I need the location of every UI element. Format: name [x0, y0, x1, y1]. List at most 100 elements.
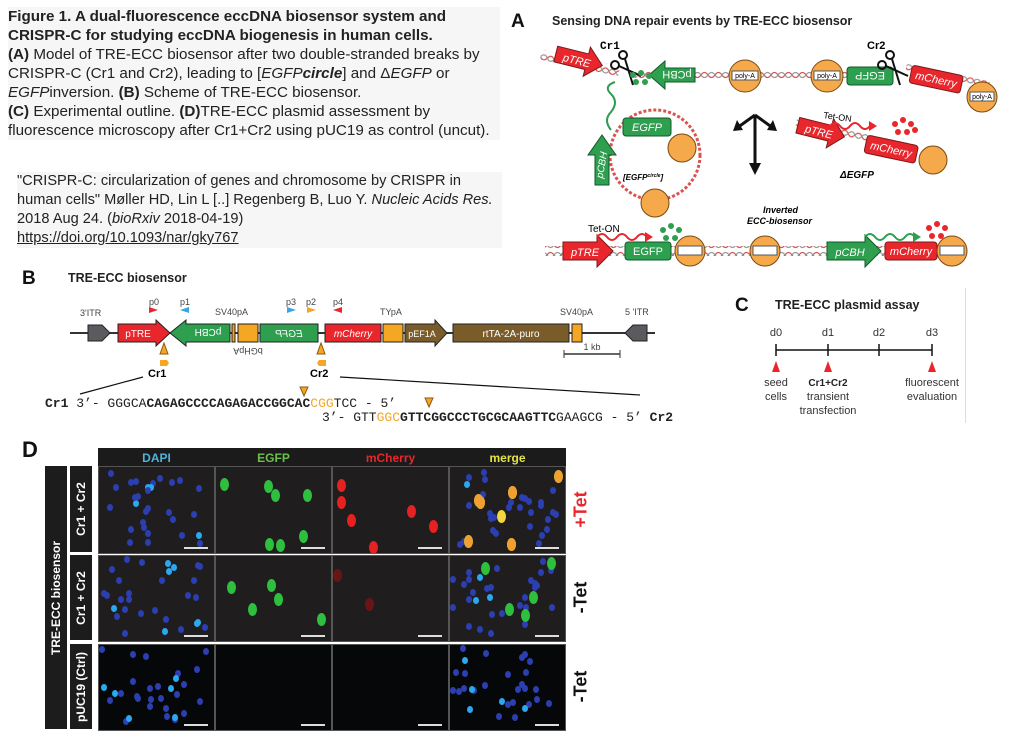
cell	[197, 540, 203, 547]
cell	[512, 714, 518, 721]
micrograph-mcherry-row3	[332, 644, 449, 731]
cell	[477, 626, 483, 633]
channel-header-mcherry: mCherry	[365, 451, 416, 465]
cell	[123, 718, 129, 725]
cell	[109, 566, 115, 573]
event-d0-line1: seed	[764, 377, 788, 389]
cell	[469, 686, 475, 693]
citation-date: 2018 Aug 24. (	[17, 211, 112, 227]
panel-c-title: TRE-ECC plasmid assay	[775, 298, 920, 312]
cell	[148, 484, 154, 491]
scale-bar	[301, 724, 325, 726]
cell	[482, 682, 488, 689]
egfp-circle-sup: circle	[647, 173, 660, 179]
cr1-seq-pam: CGG	[310, 396, 334, 411]
day-d2: d2	[873, 327, 885, 339]
citation-preprint: bioRxiv	[111, 211, 160, 227]
cell	[143, 653, 149, 660]
cell	[172, 714, 178, 721]
citation-text: "CRISPR-C: circularization of genes and …	[17, 173, 461, 208]
doi-link[interactable]: https://doi.org/10.1093/nar/gky767	[17, 230, 239, 246]
scissors-icon	[877, 50, 909, 86]
cr2-seq-prefix: 3’- GTT	[322, 410, 377, 425]
panel-b-title: TRE-ECC biosensor	[68, 271, 187, 285]
cell	[112, 690, 118, 697]
pef1a-label: pEF1A	[408, 329, 436, 339]
pcbh-label: pCBH	[834, 247, 864, 259]
cell	[536, 540, 542, 547]
cell	[450, 687, 456, 694]
cr1-seq-prefix: 3’- GGGCA	[76, 396, 147, 411]
cell	[462, 657, 468, 664]
typa-label: TYpA	[380, 307, 402, 317]
cell	[170, 516, 176, 523]
cell	[101, 684, 107, 691]
cell	[544, 526, 550, 533]
row-label-1: Cr1 + Cr2	[70, 466, 92, 552]
egfp-label: EGFP	[855, 69, 885, 81]
delta-egfp-product: Tet-ON pTRE mCherry ΔEGFP	[795, 110, 948, 181]
scale-bar	[301, 547, 325, 549]
cell	[553, 511, 559, 518]
cell	[133, 478, 139, 485]
cell	[127, 539, 133, 546]
cell	[488, 584, 494, 591]
scale-bar	[418, 635, 442, 637]
cell	[466, 576, 472, 583]
micrograph-merge-row1	[449, 466, 566, 554]
ptre-block: pTRE	[117, 318, 171, 348]
cell	[159, 577, 165, 584]
pcbh-block: pCBH	[169, 318, 231, 348]
caption-b-label: (B)	[118, 84, 140, 101]
day-d1: d1	[822, 327, 834, 339]
itr5-label: 5 'ITR	[625, 307, 649, 317]
cell	[546, 700, 552, 707]
scale-bar	[535, 724, 559, 726]
cell	[538, 499, 544, 506]
cell	[227, 581, 236, 594]
cell	[527, 523, 533, 530]
cell	[128, 479, 134, 486]
event-marker-d3	[928, 361, 936, 372]
mcherry-block-top: mCherry	[908, 65, 964, 94]
cell	[473, 597, 479, 604]
cr1-seq-target: CAGAGCCCCAGAGACCGGCAC	[146, 396, 311, 411]
caption-a-italic: EGFP	[261, 65, 303, 82]
cell	[276, 539, 285, 552]
cell	[499, 610, 505, 617]
cell	[155, 683, 161, 690]
cell	[466, 596, 472, 603]
cell	[522, 651, 528, 658]
cell	[164, 713, 170, 720]
cell	[450, 576, 456, 583]
cell	[265, 538, 274, 551]
delta-egfp-label: ΔEGFP	[839, 170, 874, 181]
cell	[554, 470, 563, 483]
cell	[462, 670, 468, 677]
row-label-3: pUC19 (Ctrl)	[70, 644, 92, 729]
cell	[506, 504, 512, 511]
event-marker-d1	[824, 361, 832, 372]
event-d1-line1: Cr1+Cr2	[808, 378, 848, 389]
cell	[118, 690, 124, 697]
itr3-label: 3'ITR	[80, 308, 102, 318]
cell	[507, 538, 516, 551]
group-label-text: TRE-ECC biosensor	[49, 540, 64, 655]
cell	[527, 658, 533, 665]
cell	[264, 480, 273, 493]
cr1-pam-marker	[160, 360, 169, 366]
panel-a-diagram: pTRE Cr1 pCBH poly-A poly-A EGFP Cr2 mCh…	[539, 40, 998, 269]
cell	[466, 569, 472, 576]
cell	[191, 511, 197, 518]
panel-b-plasmid-map: 3'ITR pTRE pCBH SV40pA bGHpA EGFP p0 p1 …	[70, 297, 655, 380]
cell	[481, 469, 487, 476]
cell	[135, 493, 141, 500]
day-d3: d3	[926, 327, 938, 339]
micrograph-dapi-row3	[98, 644, 215, 731]
cr1-cut-marker	[159, 341, 169, 355]
sv40pa-block	[231, 323, 236, 343]
egfp-label: EGFP	[633, 246, 663, 258]
caption-a-text: Model of TRE-ECC biosensor after two dou…	[8, 46, 480, 82]
cell	[181, 710, 187, 717]
cell	[128, 526, 134, 533]
